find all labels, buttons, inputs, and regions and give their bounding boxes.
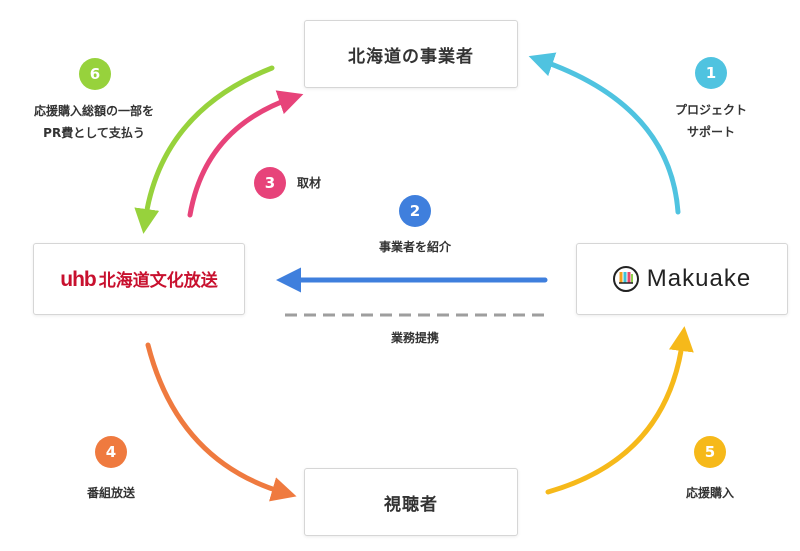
arrow-step-1	[528, 52, 681, 215]
step-3-label: 取材	[297, 172, 321, 194]
step-4-label: 番組放送	[78, 482, 144, 504]
step-5-number: 5	[704, 443, 716, 461]
arrow-step-4	[145, 342, 297, 502]
arrow-step-5	[545, 326, 694, 495]
step-3-badge: 3	[254, 167, 286, 199]
makuake-logo-icon	[612, 266, 639, 292]
step-2-label-line: 事業者を紹介	[378, 240, 451, 254]
uhb-logo: uhb 北海道文化放送	[60, 266, 217, 292]
node-viewers: 視聴者	[304, 468, 518, 536]
node-makuake: Makuake	[576, 243, 788, 315]
step-6-label-line: 応援購入総額の一部を	[33, 104, 154, 118]
step-6-badge: 6	[79, 58, 111, 90]
node-hokkaido-business: 北海道の事業者	[304, 20, 518, 88]
step-6-label: 応援購入総額の一部を PR費として支払う	[14, 100, 174, 144]
step-2-badge: 2	[399, 195, 431, 227]
step-4-badge: 4	[95, 436, 127, 468]
makuake-logo-text: Makuake	[646, 265, 752, 292]
partnership-label-text: 業務提携	[390, 331, 439, 345]
step-4-number: 4	[105, 443, 117, 461]
makuake-logo: Makuake	[612, 265, 752, 293]
step-4-label-line: 番組放送	[86, 486, 135, 500]
step-6-number: 6	[89, 65, 101, 83]
step-2-label: 事業者を紹介	[360, 236, 470, 258]
step-5-label-line: 応援購入	[685, 486, 734, 500]
node-viewers-label: 視聴者	[384, 494, 438, 515]
step-5-label: 応援購入	[677, 482, 743, 504]
step-1-number: 1	[705, 64, 717, 82]
uhb-logo-mark: uhb	[60, 268, 96, 291]
partnership-label: 業務提携	[375, 327, 455, 349]
arrow-step-6	[134, 65, 275, 234]
arrow-step-3	[187, 90, 304, 218]
step-5-badge: 5	[694, 436, 726, 468]
step-1-label-line: サポート	[686, 125, 735, 139]
step-2-number: 2	[409, 202, 421, 220]
step-6-label-line: PR費として支払う	[43, 126, 145, 140]
node-hokkaido-business-label: 北海道の事業者	[348, 46, 474, 67]
step-1-label-line: プロジェクト	[674, 103, 747, 117]
uhb-logo-name: 北海道文化放送	[98, 271, 218, 291]
step-1-label: プロジェクト サポート	[665, 99, 757, 143]
node-uhb: uhb 北海道文化放送	[33, 243, 245, 315]
step-3-number: 3	[264, 174, 276, 192]
step-3-label-line: 取材	[297, 176, 322, 190]
step-1-badge: 1	[695, 57, 727, 89]
